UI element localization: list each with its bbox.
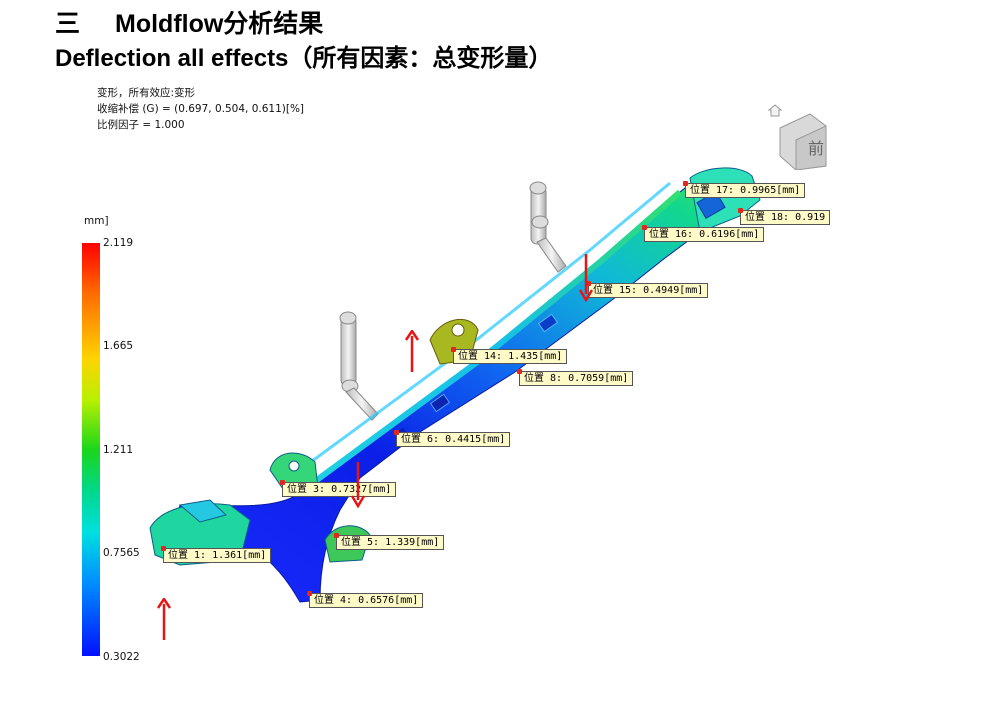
probe-label-16[interactable]: 位置 16: 0.6196[mm]: [641, 225, 765, 242]
shrinkage-comp-label: 收缩补偿 (G) = (0.697, 0.504, 0.611)[%]: [97, 103, 305, 115]
support-rod-right: [529, 181, 567, 273]
section-number: 三: [55, 10, 81, 38]
result-info: 变形，所有效应:变形 收缩补偿 (G) = (0.697, 0.504, 0.6…: [97, 85, 304, 133]
legend-tick-4: 0.7565: [103, 547, 140, 559]
probe-label-18[interactable]: 位置 18: 0.919: [737, 208, 831, 225]
probe-label-8[interactable]: 位置 8: 0.7059[mm]: [516, 369, 634, 386]
probe-label-15[interactable]: 位置 15: 0.4949[mm]: [585, 281, 709, 298]
scale-factor-label: 比例因子 = 1.000: [97, 119, 185, 131]
legend-tick-max: 2.119: [103, 237, 134, 249]
probe-label-1[interactable]: 位置 1: 1.361[mm]: [160, 546, 272, 563]
section-title-text: Moldflow分析结果: [115, 10, 324, 38]
probe-label-4[interactable]: 位置 4: 0.6576[mm]: [306, 591, 424, 608]
page-subtitle: Deflection all effects（所有因素：总变形量）: [55, 45, 553, 72]
legend-tick-min: 0.3022: [103, 651, 140, 663]
red-arrow-down-icon: [578, 254, 594, 302]
legend-tick-2: 1.665: [103, 340, 134, 352]
probe-label-17[interactable]: 位置 17: 0.9965[mm]: [682, 181, 806, 198]
probe-label-5[interactable]: 位置 5: 1.339[mm]: [333, 533, 445, 550]
section-title: 三 Moldflow分析结果: [55, 4, 323, 40]
result-type-label: 变形，所有效应:变形: [97, 87, 196, 99]
red-arrow-up-icon: [156, 598, 172, 640]
probe-label-6[interactable]: 位置 6: 0.4415[mm]: [393, 430, 511, 447]
legend-unit: mm]: [84, 215, 109, 227]
home-icon[interactable]: [767, 103, 783, 117]
view-cube-face-label: 前: [808, 139, 824, 158]
view-cube[interactable]: 前: [778, 108, 828, 170]
red-arrow-up-icon: [404, 330, 420, 372]
probe-label-14[interactable]: 位置 14: 1.435[mm]: [450, 347, 568, 364]
support-rod-left: [339, 311, 379, 421]
color-legend-bar: [82, 243, 100, 656]
red-arrow-down-icon: [350, 462, 366, 508]
probe-label-3[interactable]: 位置 3: 0.7327[mm]: [279, 480, 397, 497]
legend-tick-3: 1.211: [103, 444, 134, 456]
